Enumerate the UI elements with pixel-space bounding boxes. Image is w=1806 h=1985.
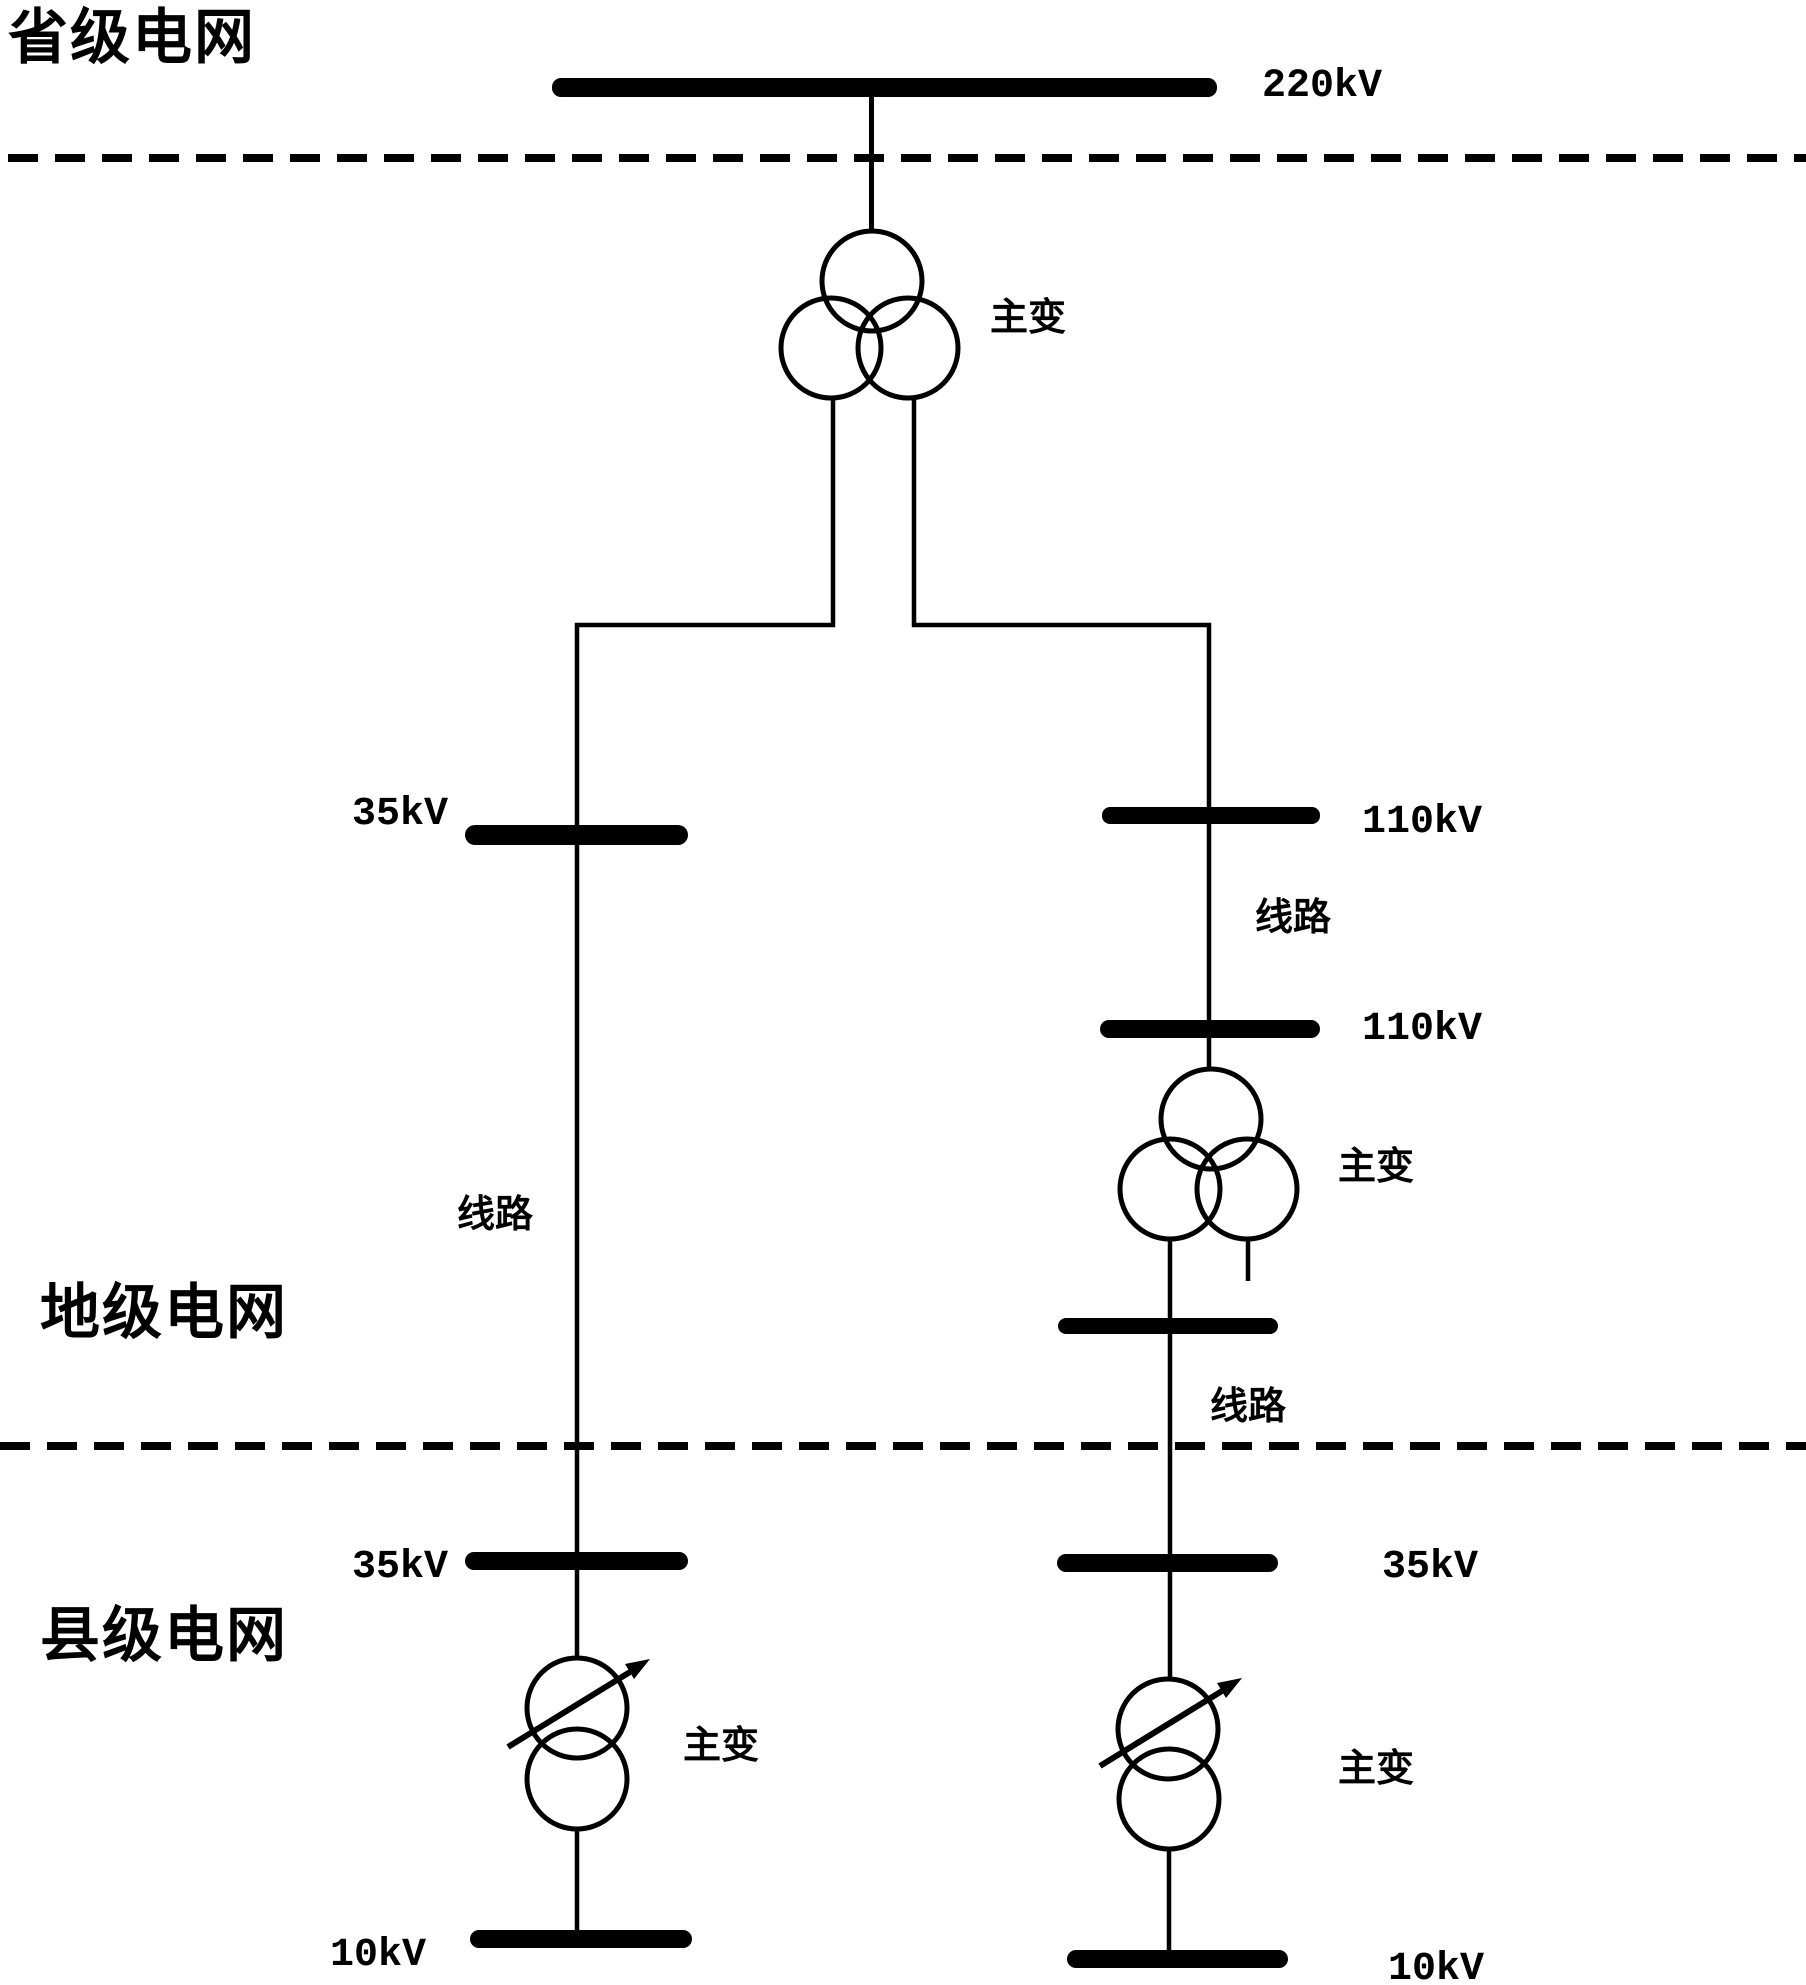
winding-primary xyxy=(524,1655,630,1761)
winding-secondary xyxy=(1116,1746,1222,1852)
transformer-three-winding-mid xyxy=(1117,1066,1300,1242)
tap-changer-arrow-shaft xyxy=(506,1669,632,1750)
busbar-35kv-upper-left xyxy=(465,825,688,845)
busbar-10kv-left xyxy=(470,1930,692,1948)
label-voltage-220kv: 220kV xyxy=(1262,64,1383,109)
winding-secondary xyxy=(1117,1136,1223,1242)
winding-primary xyxy=(1158,1066,1264,1172)
label-voltage-35kv-lower-right: 35kV xyxy=(1382,1545,1479,1590)
busbar-35kv-lower-left xyxy=(465,1552,688,1570)
label-transformer-bottom-right: 主变 xyxy=(1338,1748,1415,1790)
label-transformer-bottom-left: 主变 xyxy=(683,1725,760,1767)
label-transformer-top: 主变 xyxy=(990,297,1067,339)
tap-changer-arrow-head xyxy=(625,1659,650,1679)
tap-changer-arrow-shaft xyxy=(1098,1688,1224,1769)
label-grid-prefecture: 地级电网 xyxy=(40,1279,288,1346)
busbar-35kv-lower-right xyxy=(1057,1554,1278,1572)
label-voltage-110kv-upper-right: 110kV xyxy=(1362,800,1483,845)
winding-secondary xyxy=(778,295,884,401)
label-grid-county: 县级电网 xyxy=(40,1602,288,1669)
branch-left-35kv xyxy=(574,396,836,1658)
transformer-three-winding-top xyxy=(778,228,961,401)
transformer-regulating-bottom-right xyxy=(1098,1676,1242,1852)
label-voltage-10kv-left: 10kV xyxy=(330,1933,427,1978)
busbar-220kv xyxy=(552,78,1217,97)
busbar-110kv-lower-right xyxy=(1100,1020,1320,1038)
winding-primary xyxy=(1115,1676,1221,1782)
busbar-10kv-right xyxy=(1067,1950,1288,1968)
busbar-110kv-upper-right xyxy=(1102,807,1320,824)
transformer-regulating-bottom-left xyxy=(506,1655,650,1832)
label-line-left: 线路 xyxy=(457,1194,534,1236)
label-line-lower-right: 线路 xyxy=(1210,1386,1287,1428)
winding-tertiary xyxy=(1194,1136,1300,1242)
label-grid-provincial: 省级电网 xyxy=(8,4,256,71)
label-voltage-110kv-lower-right: 110kV xyxy=(1362,1007,1483,1052)
branch-right-110kv xyxy=(911,396,1212,1069)
winding-tertiary xyxy=(855,295,961,401)
tap-changer-arrow-head xyxy=(1217,1678,1242,1698)
label-voltage-35kv-lower-left: 35kV xyxy=(352,1545,449,1590)
busbar-mid-right-unlabeled xyxy=(1058,1318,1278,1334)
label-transformer-mid: 主变 xyxy=(1338,1146,1415,1188)
label-voltage-10kv-right: 10kV xyxy=(1388,1947,1485,1985)
winding-secondary xyxy=(524,1726,630,1832)
winding-primary xyxy=(819,228,925,334)
label-voltage-35kv-upper-left: 35kV xyxy=(352,792,449,837)
label-line-upper-right: 线路 xyxy=(1255,897,1332,939)
